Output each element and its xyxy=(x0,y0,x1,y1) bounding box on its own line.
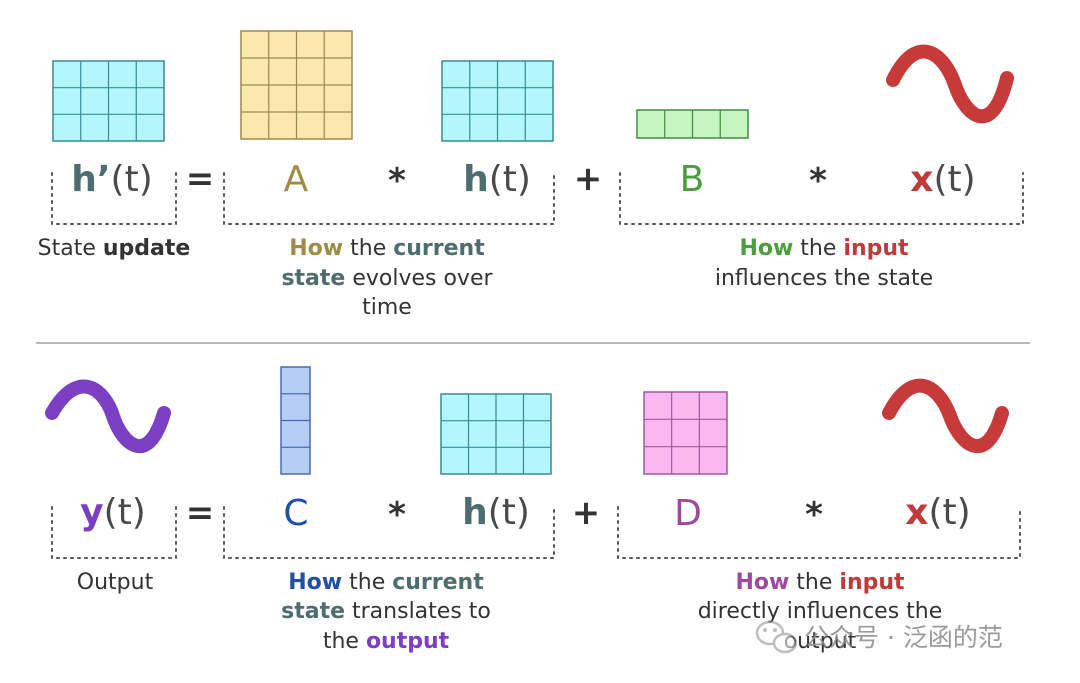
input-wave-top xyxy=(886,44,1014,124)
matrix-h-bottom xyxy=(440,393,552,475)
top-caption-left: State update xyxy=(38,236,191,261)
bottom-C-symbol: C xyxy=(283,493,308,534)
bottom-multiply-1: * xyxy=(388,495,406,535)
bottom-bracket-right xyxy=(617,506,1021,559)
top-x-term: x(t) xyxy=(910,159,975,200)
top-bracket-mid xyxy=(223,172,555,225)
bottom-lhs-term: y(t) xyxy=(80,492,146,533)
svg-text:directly influences the: directly influences the xyxy=(698,599,943,624)
bottom-x-term: x(t) xyxy=(905,492,970,533)
svg-text:influences the state: influences the state xyxy=(715,266,933,291)
bottom-caption-right: How the input directly influences the ou… xyxy=(698,570,943,654)
watermark-text: 公众号 · 泛函的范 xyxy=(804,623,1003,652)
watermark: 公众号 · 泛函的范 xyxy=(755,620,1003,654)
top-caption-right: How the input influences the state xyxy=(715,236,933,291)
input-wave-bottom xyxy=(882,378,1009,454)
matrix-B xyxy=(636,109,749,139)
bottom-h-term: h(t) xyxy=(462,492,530,533)
matrix-h-prime xyxy=(52,60,165,142)
top-caption-mid: How the current state evolves over time xyxy=(281,236,493,320)
top-plus-sign: + xyxy=(574,159,603,199)
svg-text:state evolves over: state evolves over xyxy=(281,266,493,291)
top-bracket-left xyxy=(51,172,177,225)
svg-text:How the input: How the input xyxy=(735,570,905,595)
matrix-h-top xyxy=(441,60,554,142)
bottom-equals-sign: = xyxy=(186,493,215,533)
top-multiply-2: * xyxy=(809,161,827,201)
top-bracket-right xyxy=(619,172,1024,225)
svg-text:How the input: How the input xyxy=(739,236,909,261)
svg-text:the output: the output xyxy=(323,629,450,654)
top-equals-sign: = xyxy=(186,159,215,199)
svg-text:time: time xyxy=(362,295,412,320)
svg-text:How the current: How the current xyxy=(288,570,484,595)
matrix-C xyxy=(280,366,311,475)
output-wave xyxy=(45,379,171,454)
bottom-bracket-left xyxy=(51,506,177,559)
top-A-symbol: A xyxy=(284,159,309,200)
top-B-symbol: B xyxy=(680,159,705,200)
matrix-D xyxy=(643,391,728,475)
bottom-multiply-2: * xyxy=(805,495,823,535)
bottom-caption-left: Output xyxy=(77,570,154,595)
bottom-bracket-mid xyxy=(223,506,555,559)
top-h-term: h(t) xyxy=(463,159,531,200)
svg-text:How the current: How the current xyxy=(289,236,485,261)
top-multiply-1: * xyxy=(388,161,406,201)
bottom-D-symbol: D xyxy=(674,493,702,534)
top-lhs-term: h’(t) xyxy=(71,159,153,200)
bottom-caption-mid: How the current state translates to the … xyxy=(281,570,491,654)
bottom-plus-sign: + xyxy=(572,493,601,533)
svg-text:state translates to: state translates to xyxy=(281,599,491,624)
wechat-icon xyxy=(755,620,798,654)
matrix-A xyxy=(240,30,353,140)
